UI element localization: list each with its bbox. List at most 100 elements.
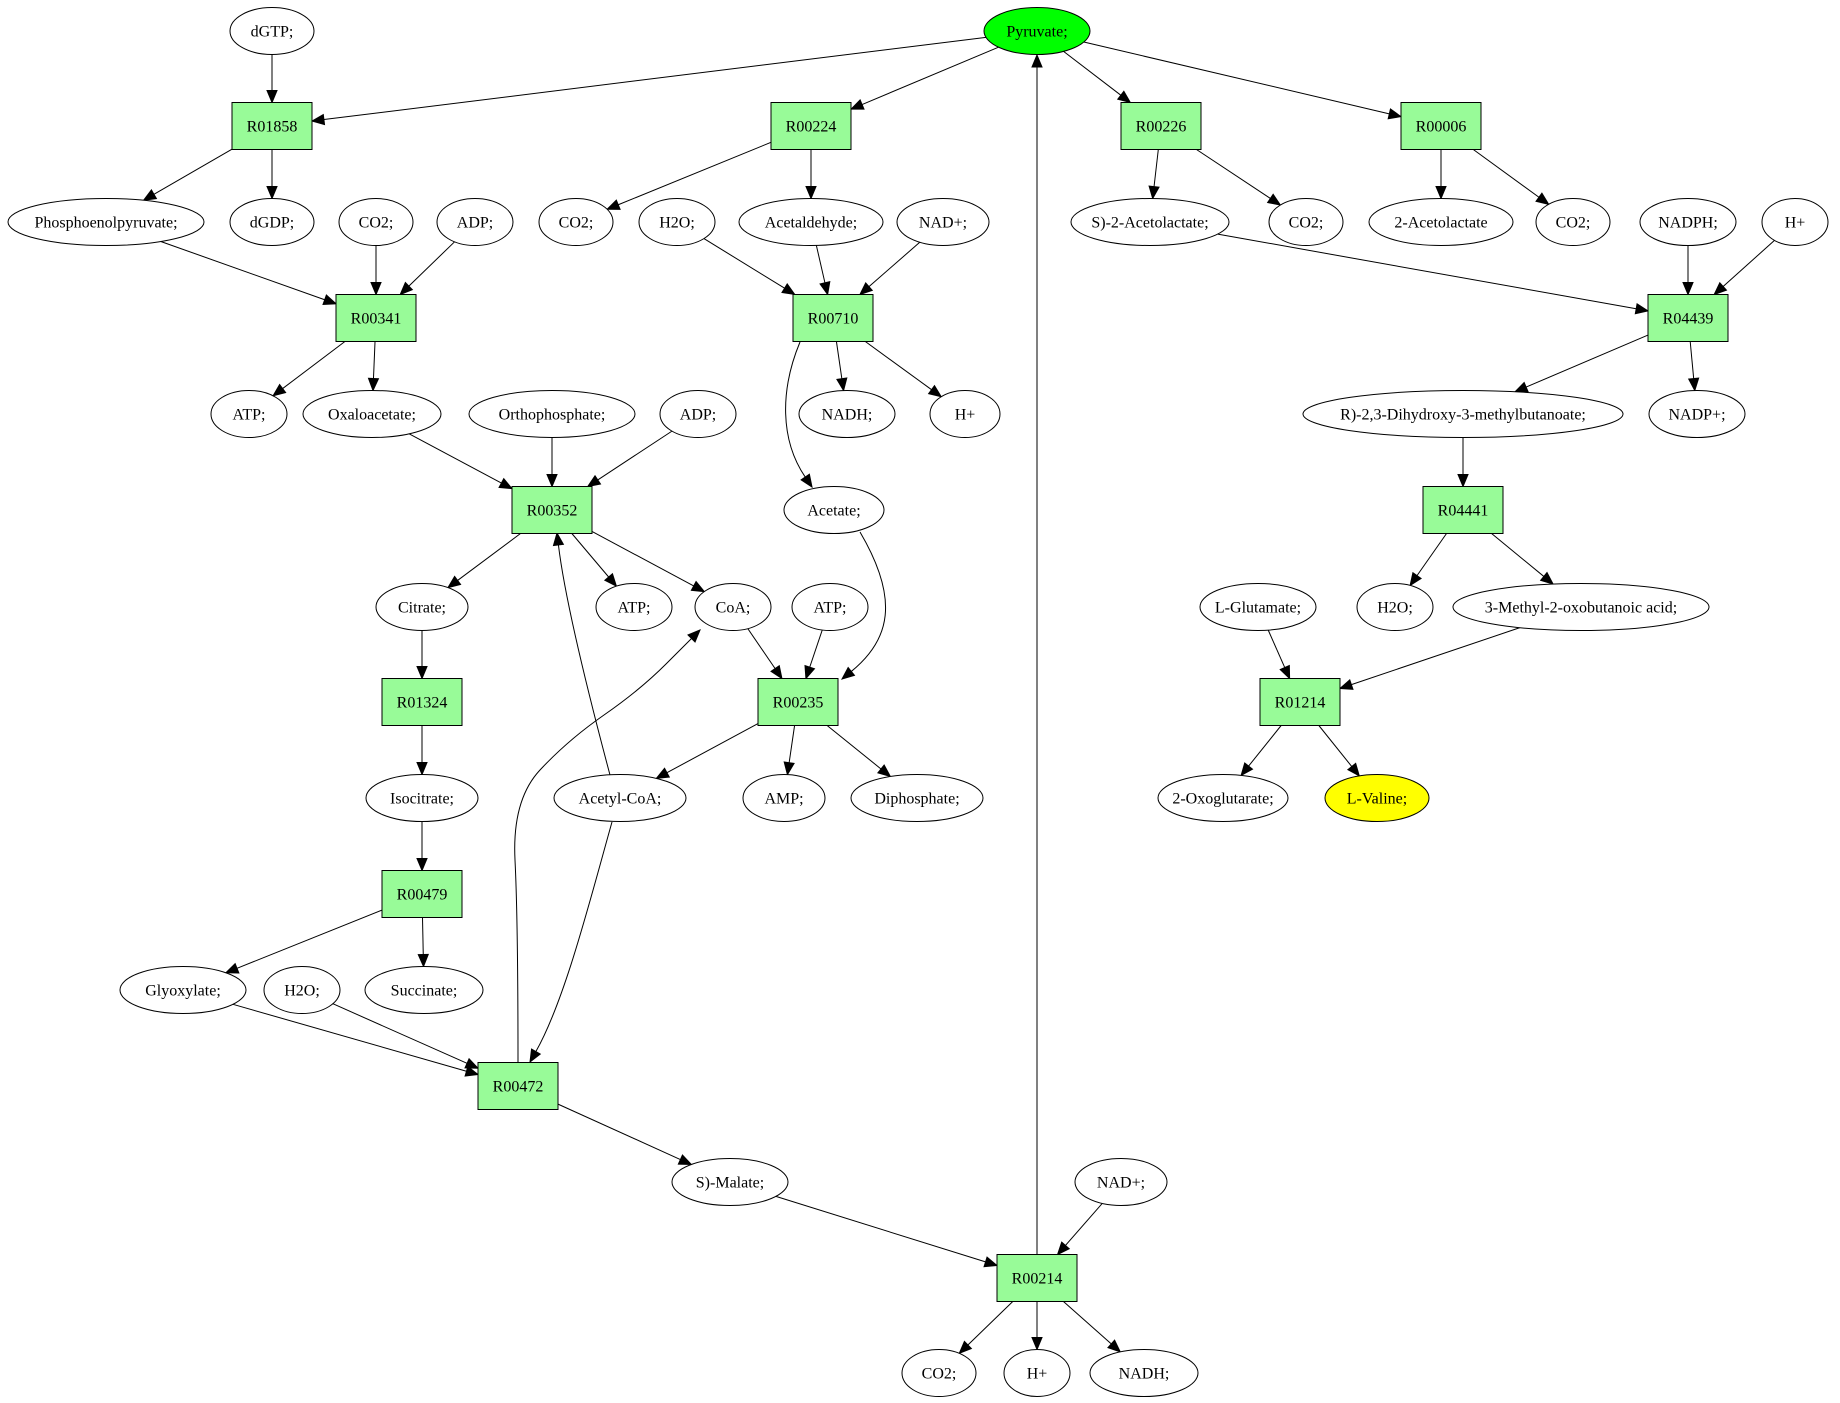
reaction-node-r01858[interactable]: R01858 xyxy=(231,102,313,150)
compound-node-h-a[interactable]: H+ xyxy=(1761,198,1829,246)
compound-node-nadh-a[interactable]: NADH; xyxy=(798,390,896,438)
compound-ellipse xyxy=(1089,1349,1199,1397)
edge-line xyxy=(1416,533,1447,576)
compound-node-h2o-b[interactable]: H2O; xyxy=(1356,583,1434,631)
compound-node-acetate[interactable]: Acetate; xyxy=(783,486,885,534)
compound-node-succinate[interactable]: Succinate; xyxy=(364,966,484,1014)
edge-line xyxy=(850,531,887,672)
compound-node-pyruvate[interactable]: Pyruvate; xyxy=(983,7,1091,55)
edge-line xyxy=(809,629,823,668)
compound-node-h-c[interactable]: H+ xyxy=(1003,1349,1071,1397)
edge-line xyxy=(835,341,843,379)
compound-node-co2-b[interactable]: CO2; xyxy=(538,198,614,246)
edge-line xyxy=(815,245,826,283)
compound-ellipse xyxy=(850,774,984,822)
compound-node-co2-a[interactable]: CO2; xyxy=(338,198,414,246)
reaction-node-r00006[interactable]: R00006 xyxy=(1400,102,1482,150)
compound-node-atp-a[interactable]: ATP; xyxy=(210,390,288,438)
reaction-node-r00226[interactable]: R00226 xyxy=(1120,102,1202,150)
arrowhead xyxy=(142,189,158,201)
compound-node-nad-b[interactable]: NAD+; xyxy=(1074,1158,1168,1206)
compound-node-h2o-a[interactable]: H2O; xyxy=(638,198,716,246)
node-label: Succinate; xyxy=(391,983,458,1000)
compound-node-oxoglutarate[interactable]: 2-Oxoglutarate; xyxy=(1157,774,1289,822)
compound-node-nadp[interactable]: NADP+; xyxy=(1648,390,1746,438)
node-label: R00226 xyxy=(1136,119,1187,136)
compound-node-adp-a[interactable]: ADP; xyxy=(436,198,514,246)
compound-node-dihydroxy[interactable]: R)-2,3-Dihydroxy-3-methylbutanoate; xyxy=(1302,390,1624,438)
reaction-node-r04439[interactable]: R04439 xyxy=(1647,294,1729,342)
node-label: NADP+; xyxy=(1668,407,1725,424)
compound-node-acetylcoa[interactable]: Acetyl-CoA; xyxy=(553,774,687,822)
reaction-node-r00235[interactable]: R00235 xyxy=(757,678,839,726)
compound-node-methyloxo[interactable]: 3-Methyl-2-oxobutanoic acid; xyxy=(1452,583,1710,631)
edge-line xyxy=(1063,1301,1112,1345)
edge-acetate-to-R00235 xyxy=(840,531,887,680)
compound-node-nad-a[interactable]: NAD+; xyxy=(896,198,990,246)
compound-node-atp-b[interactable]: ATP; xyxy=(595,583,673,631)
edge-R00479-to-succinate xyxy=(417,917,429,968)
reaction-box xyxy=(381,870,463,918)
compound-node-diphosphate[interactable]: Diphosphate; xyxy=(850,774,984,822)
compound-node-acetolactate2[interactable]: 2-Acetolactate xyxy=(1368,198,1514,246)
compound-node-s-malate[interactable]: S)-Malate; xyxy=(671,1158,789,1206)
reaction-node-r04441[interactable]: R04441 xyxy=(1422,486,1504,534)
arrowhead xyxy=(1539,571,1555,585)
compound-node-glyoxylate[interactable]: Glyoxylate; xyxy=(119,966,247,1014)
compound-node-coa[interactable]: CoA; xyxy=(694,583,772,631)
node-label: L-Valine; xyxy=(1347,791,1407,808)
arrowhead xyxy=(836,377,848,392)
compound-node-h2o-c[interactable]: H2O; xyxy=(263,966,341,1014)
reaction-node-r01324[interactable]: R01324 xyxy=(381,678,463,726)
node-label: ADP; xyxy=(457,215,493,232)
compound-node-orthophosphate[interactable]: Orthophosphate; xyxy=(468,390,636,438)
compound-node-amp[interactable]: AMP; xyxy=(742,774,826,822)
node-label: H+ xyxy=(1027,1366,1048,1383)
compound-ellipse xyxy=(783,486,885,534)
edge-pyruvate-to-R00006 xyxy=(1083,41,1403,120)
reaction-box xyxy=(231,102,313,150)
compound-node-co2-e[interactable]: CO2; xyxy=(901,1349,977,1397)
reaction-node-r00479[interactable]: R00479 xyxy=(381,870,463,918)
reaction-node-r00352[interactable]: R00352 xyxy=(511,486,593,534)
reaction-node-r00214[interactable]: R00214 xyxy=(996,1254,1078,1302)
arrowhead xyxy=(770,664,783,680)
compound-node-glutamate[interactable]: L-Glutamate; xyxy=(1199,583,1317,631)
reaction-node-r00472[interactable]: R00472 xyxy=(477,1062,559,1110)
compound-node-nadph[interactable]: NADPH; xyxy=(1639,198,1737,246)
arrowhead xyxy=(958,1340,973,1355)
reaction-node-r00710[interactable]: R00710 xyxy=(792,294,874,342)
reaction-node-r01214[interactable]: R01214 xyxy=(1259,678,1341,726)
compound-node-nadh-b[interactable]: NADH; xyxy=(1089,1349,1199,1397)
arrowhead xyxy=(605,199,621,210)
compound-node-co2-c[interactable]: CO2; xyxy=(1268,198,1344,246)
compound-node-isocitrate[interactable]: Isocitrate; xyxy=(365,774,479,822)
compound-node-adp-b[interactable]: ADP; xyxy=(659,390,737,438)
compound-node-h-b[interactable]: H+ xyxy=(929,390,1001,438)
compound-node-atp-c[interactable]: ATP; xyxy=(791,583,869,631)
arrowhead xyxy=(266,90,278,104)
compound-node-acetaldehyde[interactable]: Acetaldehyde; xyxy=(738,198,884,246)
arrowhead xyxy=(1056,1241,1071,1256)
node-label: Diphosphate; xyxy=(874,791,959,808)
compound-node-dgdp[interactable]: dGDP; xyxy=(229,198,315,246)
compound-ellipse xyxy=(659,390,737,438)
compound-node-pep[interactable]: Phosphoenolpyruvate; xyxy=(7,198,205,246)
reaction-node-r00224[interactable]: R00224 xyxy=(770,102,852,150)
edge-line xyxy=(1267,629,1286,668)
edge-R00235-to-amp xyxy=(783,725,796,776)
compound-node-citrate[interactable]: Citrate; xyxy=(375,583,469,631)
edge-line xyxy=(785,341,806,478)
nodes-layer: dGTP; Pyruvate; R01858 R00224 R00226 R00006Ph… xyxy=(7,7,1829,1397)
compound-node-oxaloacetate[interactable]: Oxaloacetate; xyxy=(302,390,442,438)
compound-node-s-acetolactate[interactable]: S)-2-Acetolactate; xyxy=(1070,198,1230,246)
edge-acetaldehyde-to-R00710 xyxy=(815,245,831,296)
node-label: Acetaldehyde; xyxy=(765,215,857,232)
compound-node-co2-d[interactable]: CO2; xyxy=(1535,198,1611,246)
compound-node-dgtp[interactable]: dGTP; xyxy=(229,7,315,55)
arrowhead xyxy=(446,575,462,589)
node-label: H2O; xyxy=(659,215,695,232)
reaction-node-r00341[interactable]: R00341 xyxy=(335,294,417,342)
compound-node-valine[interactable]: L-Valine; xyxy=(1324,774,1430,822)
edge-adp_b-to-R00352 xyxy=(586,430,673,488)
